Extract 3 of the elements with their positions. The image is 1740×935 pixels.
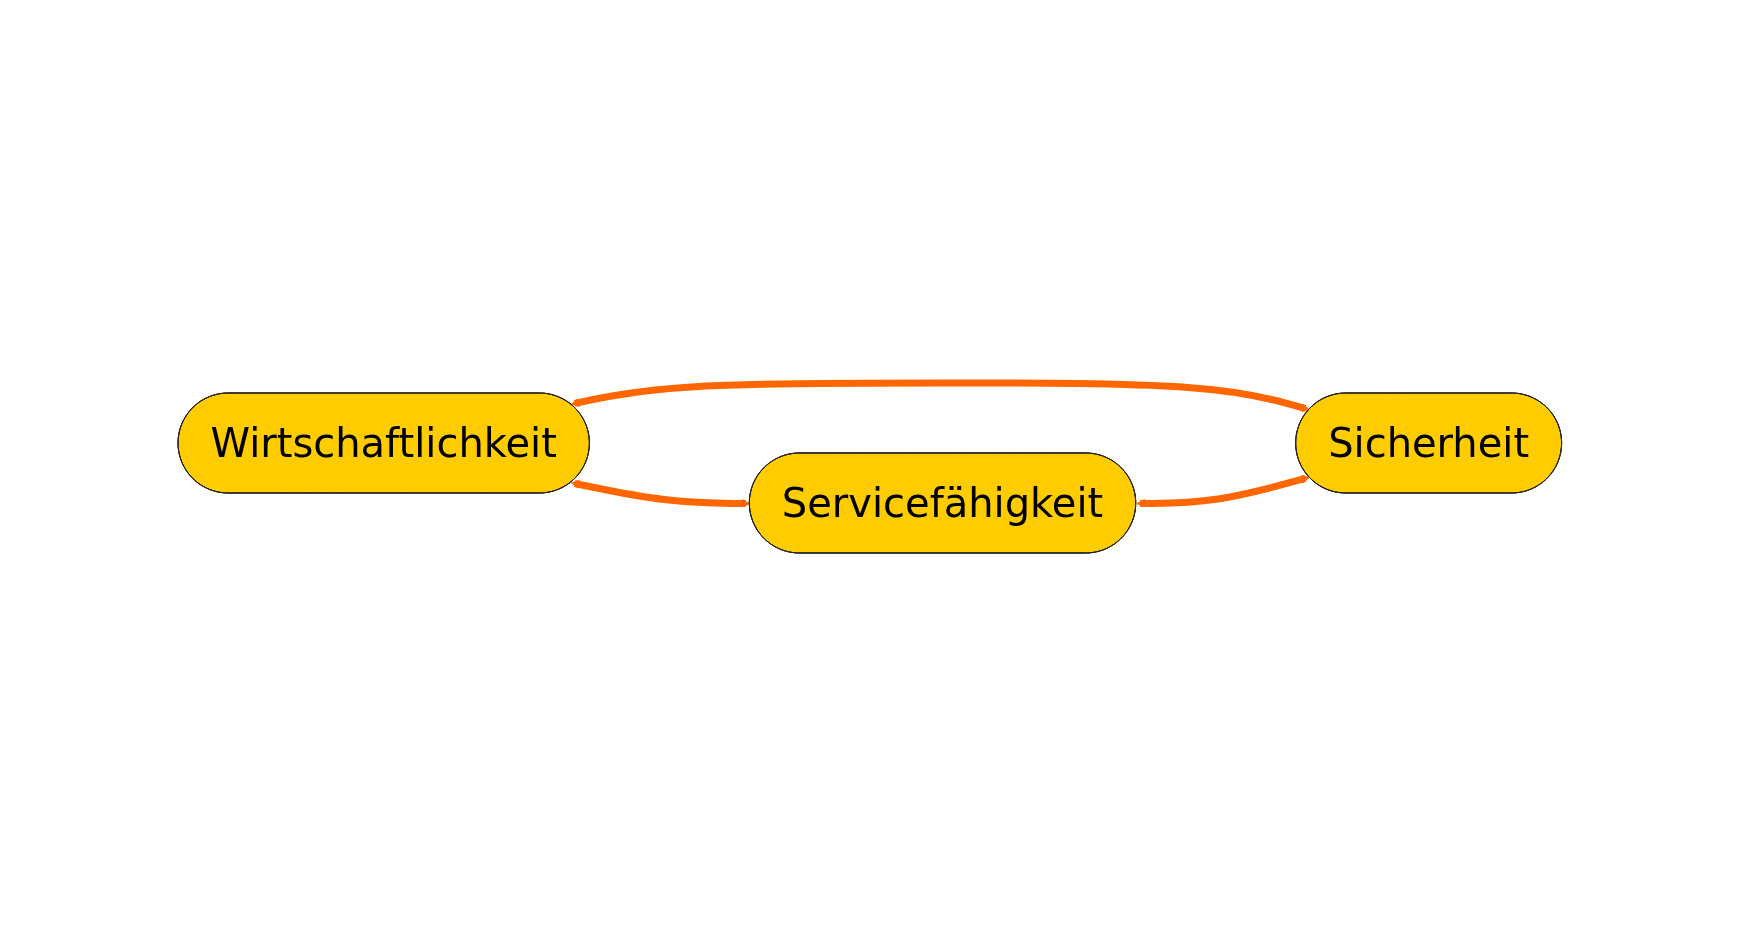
- arrow: [571, 479, 751, 508]
- arrow: [571, 379, 1310, 412]
- arrow: [1136, 474, 1310, 508]
